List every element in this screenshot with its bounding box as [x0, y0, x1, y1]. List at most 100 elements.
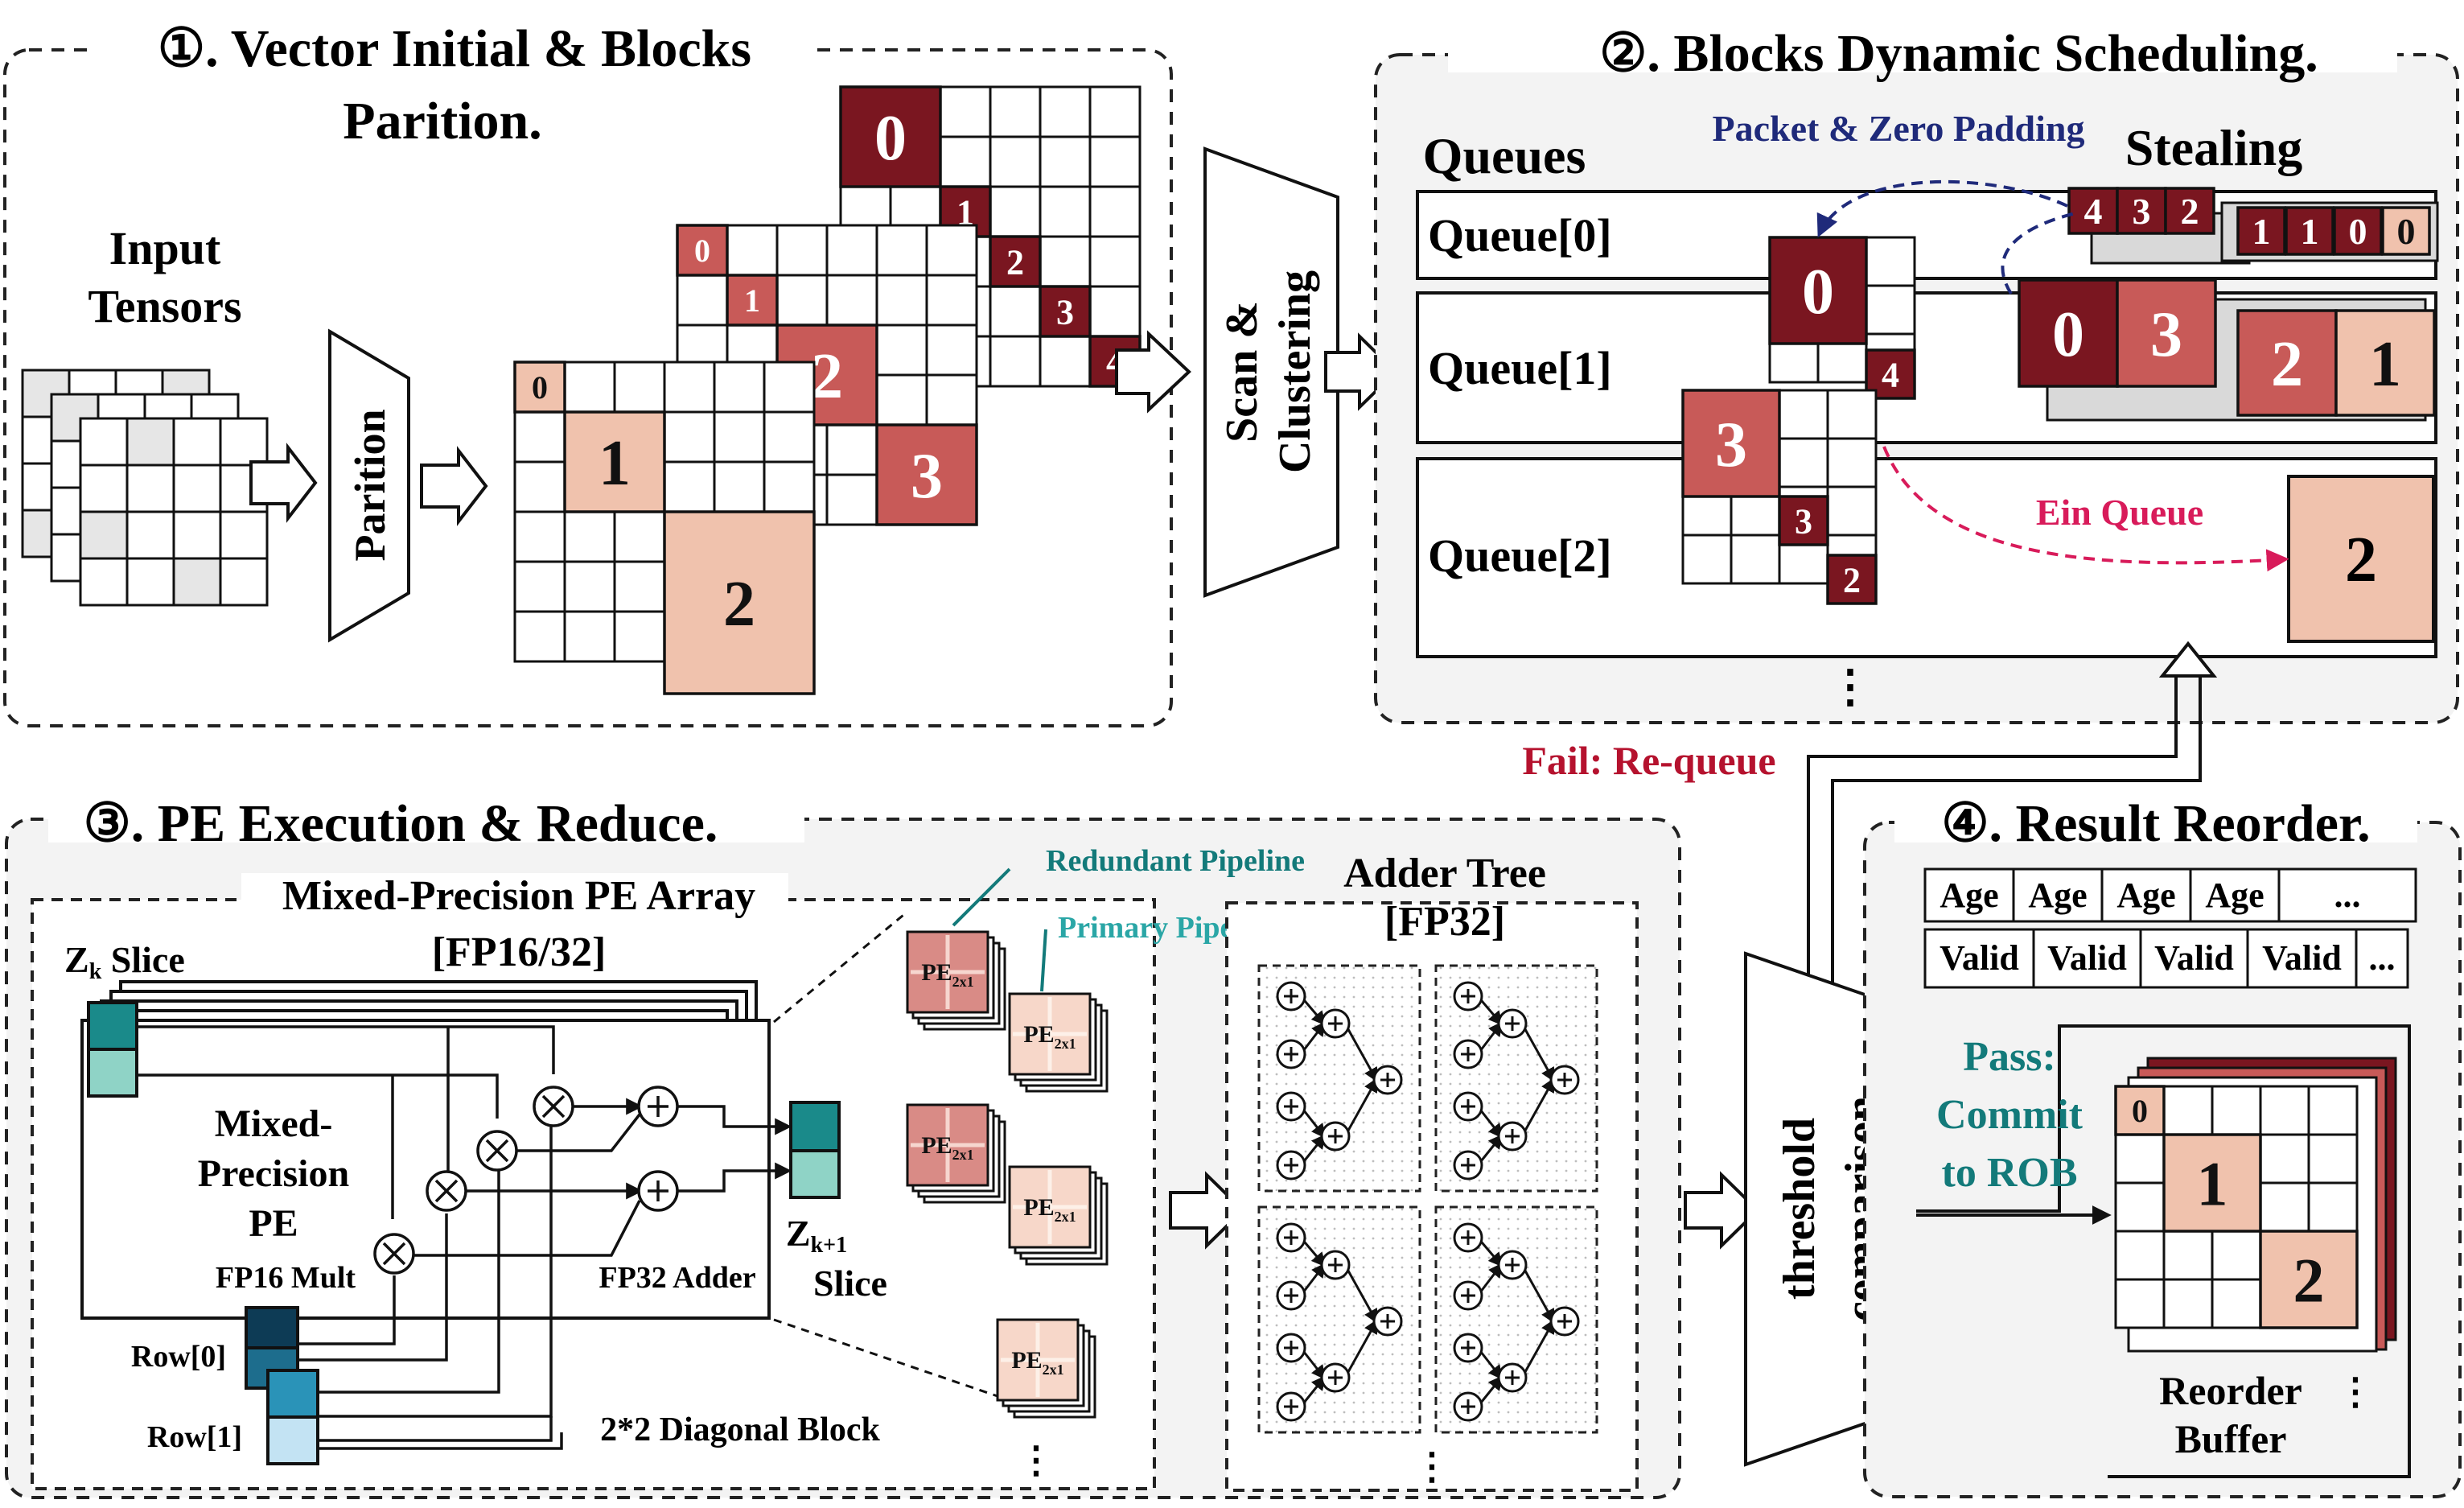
packet-padding-label: Packet & Zero Padding — [1713, 108, 2085, 149]
multiplier-2-glyph — [485, 1139, 509, 1163]
back-matrix-cell — [989, 135, 1042, 188]
rob-block-2 — [2259, 1230, 2359, 1329]
mid-matrix-cell — [925, 323, 978, 377]
panel1-title-line1: ①. Vector Initial & Blocks — [158, 19, 751, 78]
mid-block-1-label: 1 — [744, 282, 760, 319]
stealing-link — [2001, 212, 2076, 295]
bit-cell-1 — [2285, 206, 2334, 256]
rob-cell — [2114, 1230, 2166, 1281]
rob-cell — [2259, 1133, 2310, 1185]
mid-matrix-cell — [875, 274, 928, 327]
front-matrix-cell — [763, 460, 816, 513]
center-diag-3 — [1778, 495, 1829, 546]
adder-tree-1-edge — [1343, 1077, 1378, 1137]
valid-cell-3 — [2246, 928, 2358, 989]
packet-block-3-label: 3 — [2133, 191, 2151, 232]
mid-matrix-cell — [875, 323, 928, 377]
rob-cell — [2162, 1230, 2214, 1281]
scan-line2: Clustering — [1270, 270, 1320, 473]
wire-row1-a — [318, 1416, 553, 1442]
packet-block-3 — [2116, 187, 2167, 235]
packet-block-2-label: 2 — [2181, 191, 2199, 232]
tensor-cell — [125, 557, 175, 607]
bit-cell-1-label: 1 — [2301, 211, 2319, 252]
front-matrix-cell — [713, 460, 766, 513]
steal-block-3-label: 3 — [2150, 299, 2182, 370]
center-diag-2-label: 2 — [1843, 560, 1861, 599]
ein-queue-block-label: 2 — [2345, 525, 2377, 595]
tensor-cell — [79, 557, 129, 607]
row0-block-top — [245, 1306, 299, 1349]
front-matrix-cell — [563, 510, 616, 563]
scan-line1: Scan & — [1217, 301, 1267, 443]
tensor-cell — [79, 417, 129, 467]
rob-block-1-label: 1 — [2197, 1148, 2228, 1218]
arrow-to-blocks — [420, 446, 488, 526]
panel1-title-bg — [87, 16, 811, 66]
front-block-0-label: 0 — [532, 369, 548, 406]
panel2-title: ②. Blocks Dynamic Scheduling. — [1599, 24, 2318, 83]
age-cell-2 — [2100, 867, 2192, 923]
back-matrix-cell — [1039, 135, 1092, 188]
wire-row0-a — [298, 1275, 396, 1345]
rob-cell — [2307, 1181, 2359, 1233]
partition-trapezoid — [328, 328, 410, 643]
adder-tree-3-edge — [1343, 1264, 1378, 1325]
pass-label-line1: Pass: — [1963, 1034, 2056, 1080]
valid-cell-label-0: Valid — [1940, 938, 2019, 978]
front-matrix-cell — [563, 361, 616, 414]
rob-cell — [2259, 1181, 2310, 1233]
valid-cell-label-3: Valid — [2262, 938, 2342, 978]
mid-matrix-cell — [925, 373, 978, 426]
ein-queue-arrow — [1882, 446, 2289, 572]
back-matrix-cell — [1088, 185, 1142, 238]
age-cell-label-3: Age — [2205, 876, 2264, 915]
adder-tree-2-edge — [1520, 1023, 1555, 1083]
back-matrix-cell — [1088, 85, 1142, 138]
row1-block-bottom — [266, 1415, 319, 1465]
age-cell-label-0: Age — [1940, 876, 1998, 915]
panel3-title: ③. PE Execution & Reduce. — [84, 794, 718, 853]
redundant-pipeline-label: Redundant Pipeline — [1046, 844, 1305, 878]
back-diag-3 — [1039, 285, 1092, 338]
packet-block-4 — [2067, 187, 2119, 235]
adder-tree-title-line1: Adder Tree — [1343, 851, 1546, 896]
pe-label-line1: Mixed- — [215, 1102, 333, 1145]
mid-block-2-label: 2 — [811, 341, 843, 412]
panel2-title-bg — [1448, 23, 2397, 72]
tensor-cell — [125, 417, 175, 467]
ein-queue-block — [2287, 475, 2435, 643]
wire-m2-add1 — [515, 1113, 641, 1152]
mid-matrix-cell — [825, 274, 878, 327]
row1-block-top — [266, 1369, 319, 1419]
back-matrix-cell — [939, 135, 992, 188]
wire-add2-out — [677, 1162, 792, 1193]
rob-cell — [2307, 1133, 2359, 1185]
rob-ellipsis: ⋮ — [2337, 1371, 2374, 1412]
mid-matrix-cell — [825, 473, 878, 526]
front-block-2-label: 2 — [723, 569, 755, 640]
steal-block-0 — [2018, 278, 2119, 388]
tensor-cell — [172, 510, 222, 560]
adder-tree-4-edge — [1520, 1264, 1555, 1325]
age-cell-1 — [2012, 867, 2104, 923]
wire-add1-out — [677, 1105, 792, 1135]
packet-block-4-label: 4 — [2084, 191, 2103, 232]
bit-cell-0 — [2236, 206, 2286, 256]
pe-plate-main — [80, 1019, 771, 1320]
tensor-cell — [219, 557, 269, 607]
bit-cell-2 — [2333, 206, 2383, 256]
front-matrix-cell — [663, 410, 716, 464]
center-block-3 — [1681, 389, 1781, 498]
panel4-title-bg — [1894, 793, 2417, 843]
valid-cell-label-4: ... — [2369, 938, 2396, 978]
back-matrix-cell — [939, 85, 992, 138]
row0-label: Row[0] — [131, 1340, 226, 1374]
back-matrix-cell — [1039, 185, 1092, 238]
adder-tree-2-edge — [1520, 1077, 1555, 1137]
threshold-line1: threshold — [1775, 1118, 1824, 1300]
age-cell-4 — [2277, 867, 2417, 923]
front-matrix-cell — [613, 610, 666, 663]
arrow-to-threshold — [1684, 1171, 1760, 1250]
